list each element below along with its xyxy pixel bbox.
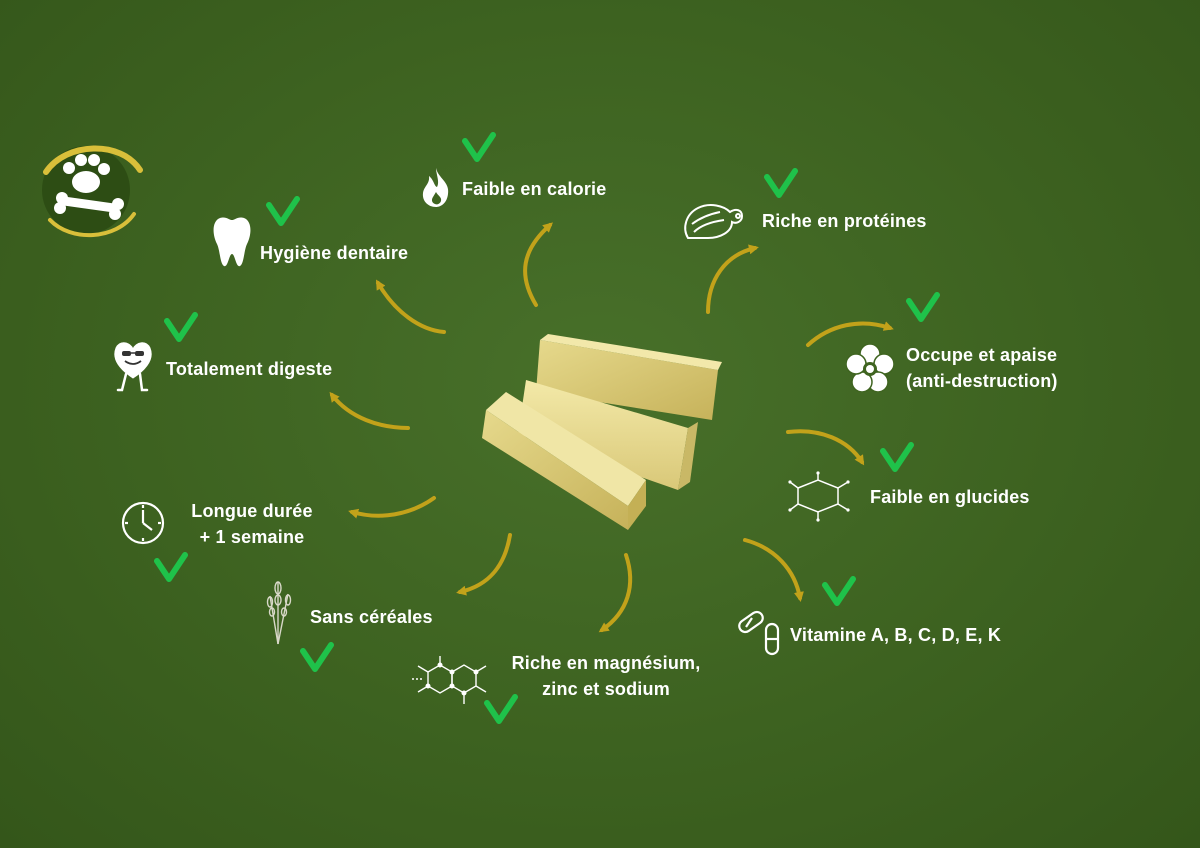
arrow-to-digeste xyxy=(329,391,410,430)
tooth-icon xyxy=(213,217,251,267)
check-icon xyxy=(880,442,914,472)
benefit-label-proteines: Riche en protéines xyxy=(762,211,927,231)
benefit-label-apaise-line1: Occupe et apaise xyxy=(906,345,1058,365)
benefit-label-duree-line2: + 1 semaine xyxy=(199,527,305,547)
check-icon xyxy=(822,576,856,606)
arrow-to-apaise xyxy=(806,321,894,347)
glucose-molecule-icon xyxy=(788,471,850,522)
benefit-label-apaise-line2: (anti-destruction) xyxy=(906,371,1058,391)
benefit-label-magnesium-line1: Riche en magnésium, xyxy=(511,653,701,673)
flame-icon xyxy=(422,168,449,207)
arrow-to-duree xyxy=(348,496,436,519)
pills-icon xyxy=(738,610,780,656)
benefit-label-cereales: Sans céréales xyxy=(310,607,433,627)
check-icon xyxy=(484,694,518,724)
arrow-to-vitamine xyxy=(743,538,804,602)
benefit-label-dentaire: Hygiène dentaire xyxy=(260,243,409,263)
molecule-network-icon xyxy=(412,656,487,704)
happy-heart-icon xyxy=(114,342,152,392)
arrow-to-calorie xyxy=(523,222,553,307)
check-icon xyxy=(164,312,198,342)
benefit-label-glucides: Faible en glucides xyxy=(870,487,1030,507)
benefit-label-digeste: Totalement digeste xyxy=(166,359,333,379)
arrow-to-proteines xyxy=(706,244,759,314)
clock-icon xyxy=(121,501,165,545)
arrow-to-glucides xyxy=(786,429,865,466)
meat-icon xyxy=(684,204,744,239)
check-icon xyxy=(906,292,940,322)
benefit-label-magnesium-line2: zinc et sodium xyxy=(542,679,670,699)
check-icon xyxy=(764,168,798,198)
arrow-to-dentaire xyxy=(375,279,446,334)
arrow-to-magnesium xyxy=(598,553,633,633)
flower-icon xyxy=(846,344,894,392)
check-icon xyxy=(154,552,188,582)
check-icon xyxy=(266,196,300,226)
benefit-label-duree-line1: Longue durée xyxy=(191,501,313,521)
arrow-to-cereales xyxy=(456,533,512,596)
yak-cheese-chews-image xyxy=(482,334,722,530)
check-icon xyxy=(300,642,334,672)
wheat-icon xyxy=(266,581,292,645)
benefit-label-vitamine: Vitamine A, B, C, D, E, K xyxy=(790,625,1002,645)
check-icon xyxy=(462,132,496,162)
benefit-label-calorie: Faible en calorie xyxy=(462,179,607,199)
paw-bone-icon xyxy=(42,145,143,238)
